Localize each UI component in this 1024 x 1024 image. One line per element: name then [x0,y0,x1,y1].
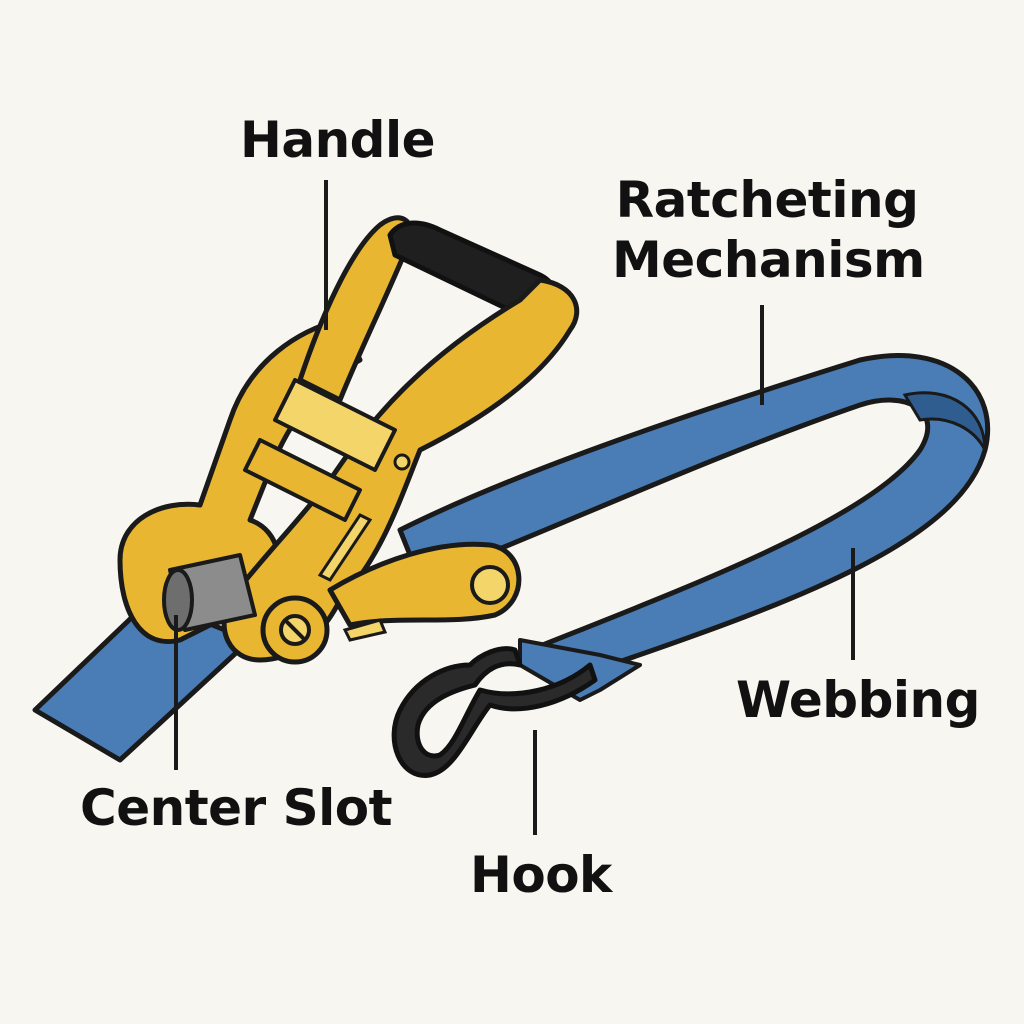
webbing-tail [32,597,253,763]
label-center-slot: Center Slot [80,779,392,837]
ratchet-window [273,378,397,472]
label-ratcheting-line1: Ratcheting [615,171,919,229]
lever-pin [342,618,388,642]
handle-arm-left [297,215,414,403]
plate-hole [393,453,411,471]
label-webbing: Webbing [736,671,980,729]
label-ratcheting-mechanism: Ratcheting Mechanism [612,170,925,290]
hook-icon [391,646,598,778]
webbing-fold [902,391,987,451]
label-ratcheting-line2: Mechanism [612,231,925,289]
label-handle: Handle [240,111,436,169]
release-lever [327,541,522,628]
lever-hole [470,565,510,605]
label-hook: Hook [470,846,612,904]
plate-slot [317,513,373,582]
ratchet-crossbar [243,438,362,522]
gear-bolt-slot [283,618,307,642]
